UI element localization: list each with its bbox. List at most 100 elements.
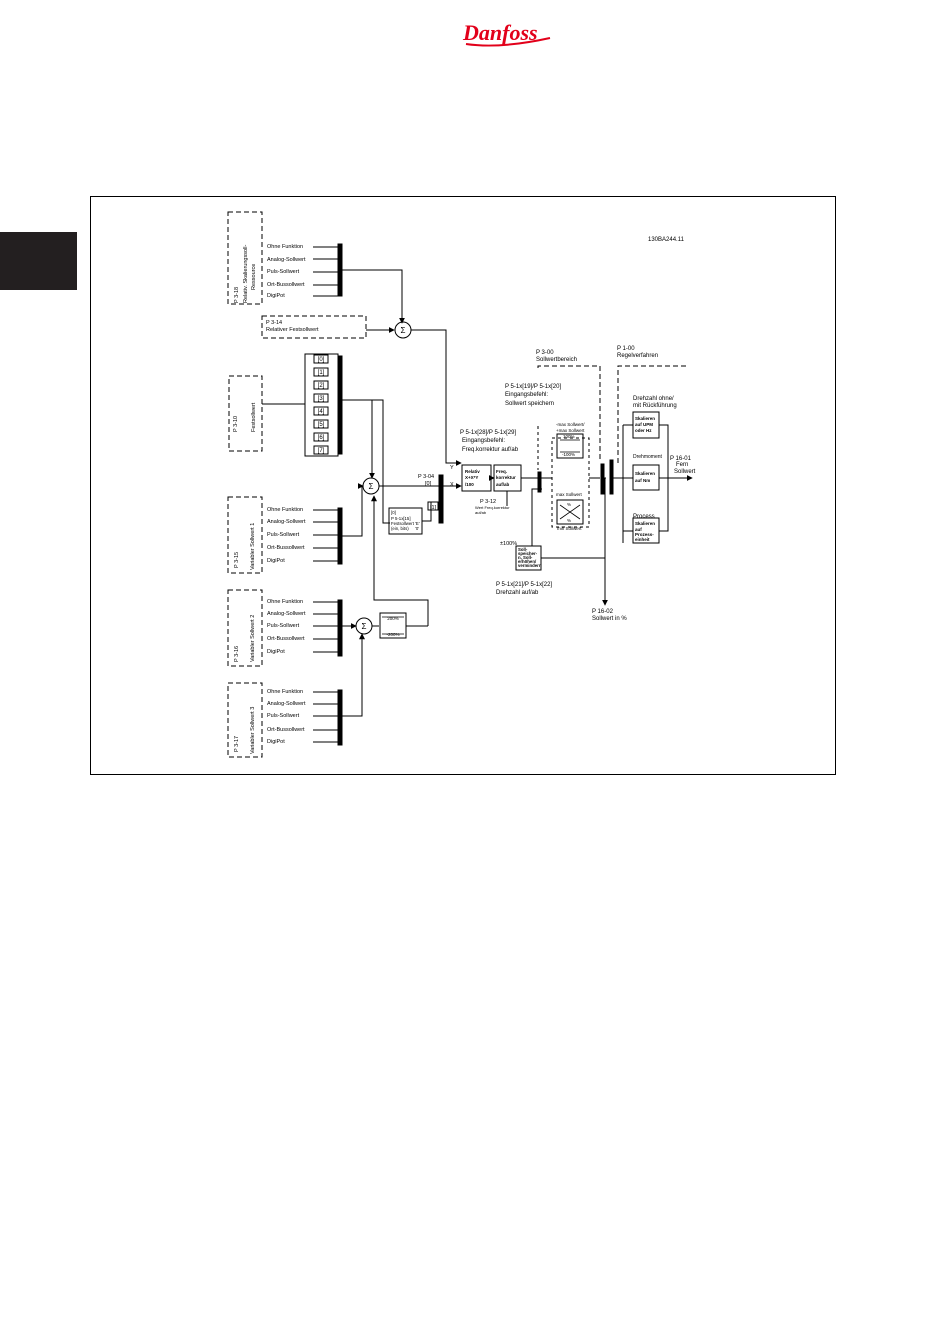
p318-opt-0: Ohne Funktion bbox=[267, 244, 303, 250]
p300-l2: Sollwertbereich bbox=[536, 357, 577, 363]
p318-desc-2: Ressource bbox=[251, 264, 257, 290]
p318-opt-1: Analog-Sollwert bbox=[267, 257, 306, 263]
p5128-l1: P 5-1x[28]/P 5-1x[29] bbox=[460, 430, 516, 436]
range-unipolar-box bbox=[556, 499, 584, 525]
p318-box bbox=[227, 211, 263, 305]
range-neg: -100% bbox=[562, 452, 575, 457]
p316-opt-0: Ohne Funktion bbox=[267, 599, 303, 605]
clamp-pos: 200% bbox=[387, 616, 399, 621]
p318-label: P 3-18 bbox=[234, 287, 240, 303]
figure-id: 130BA244.11 bbox=[648, 237, 685, 243]
preset-0: [0] bbox=[318, 357, 325, 363]
p100-l1: P 1-00 bbox=[617, 346, 635, 352]
p318-opt-3: Ort-Bussollwert bbox=[267, 282, 305, 288]
p317-opt-1: Analog-Sollwert bbox=[267, 701, 306, 707]
p515-l3: Festsollwert 'E' bbox=[391, 521, 420, 526]
preset-6: [6] bbox=[318, 435, 325, 441]
p5119-l3: Sollwert speichern bbox=[505, 401, 554, 407]
range-pct-1: % bbox=[567, 502, 571, 507]
mode1-t2: mit Rückführung bbox=[633, 403, 677, 409]
p304-val0: [0] bbox=[425, 481, 432, 487]
p316-opt-3: Ort-Bussollwert bbox=[267, 636, 305, 642]
p312-l1: P 3-12 bbox=[480, 499, 496, 505]
clamp-neg: -200% bbox=[386, 632, 399, 637]
p316-box bbox=[227, 589, 263, 667]
speed-l5: vermindern bbox=[518, 563, 542, 568]
p515-l4: (ein, bits) bbox=[391, 526, 409, 531]
p515-l5: '0' bbox=[415, 526, 419, 531]
p1602-l1: P 16-02 bbox=[592, 609, 614, 615]
p314-label-1: P 3-14 bbox=[266, 320, 282, 326]
p515-l2: P 5-1x[15] bbox=[391, 516, 411, 521]
p1601-l2: Fern bbox=[676, 462, 688, 468]
p317-opt-3: Ort-Bussollwert bbox=[267, 727, 305, 733]
mode2-t1: Drehmoment bbox=[633, 454, 663, 460]
p1601-l3: Sollwert bbox=[674, 469, 696, 475]
freq-l2: korrektur bbox=[496, 475, 516, 480]
mode3-t1: Process bbox=[633, 514, 655, 520]
range-mins: min Sollwert bbox=[557, 526, 582, 531]
label-x: X bbox=[450, 482, 454, 488]
speed-l4: erhöhen/ bbox=[518, 559, 537, 564]
p315-opt-1: Analog-Sollwert bbox=[267, 519, 306, 525]
p5121-l2: Drehzahl auf/ab bbox=[496, 590, 539, 596]
range-maxmax: +max Sollwert bbox=[556, 428, 585, 433]
sigma-2: Σ bbox=[369, 482, 374, 491]
sigma-1: Σ bbox=[401, 326, 406, 335]
p317-box bbox=[227, 682, 263, 758]
chapter-tab bbox=[0, 232, 77, 290]
p314-box bbox=[261, 315, 367, 339]
p100-l2: Regelverfahren bbox=[617, 353, 658, 359]
range-maxmin: -max Sollwert/ bbox=[556, 422, 585, 427]
p317-desc: Variabler Sollwert 3 bbox=[250, 707, 256, 754]
p318-opt-4: DigiPot bbox=[267, 293, 285, 299]
speed-l2: speicher- bbox=[518, 551, 538, 556]
preset-5: [5] bbox=[318, 422, 325, 428]
preset-7: [7] bbox=[318, 448, 325, 454]
p316-opt-2: Puls-Sollwert bbox=[267, 623, 300, 629]
pm100-label: ±100% bbox=[500, 541, 517, 547]
p300-l1: P 3-00 bbox=[536, 350, 554, 356]
freq-l3: auf/ab bbox=[496, 482, 510, 487]
mode2-b1: Skalieren bbox=[635, 471, 655, 476]
p315-opt-3: Ort-Bussollwert bbox=[267, 545, 305, 551]
p315-opt-2: Puls-Sollwert bbox=[267, 532, 300, 538]
range-bipolar-box bbox=[556, 433, 584, 459]
p317-label: P 3-17 bbox=[234, 736, 240, 752]
speed-l3: n, Soll- bbox=[518, 555, 533, 560]
mode3-b4: einheit bbox=[635, 537, 650, 542]
range-pct-2: % bbox=[567, 518, 571, 523]
p317-opt-4: DigiPot bbox=[267, 739, 285, 745]
p5128-l3: Freq.korrektur auf/ab bbox=[462, 447, 519, 453]
preset-4: [4] bbox=[318, 409, 325, 415]
speed-l1: Soll- bbox=[518, 547, 528, 552]
p315-desc: Variabler Sollwert 1 bbox=[250, 523, 256, 570]
mode3-b1: Skalieren bbox=[635, 521, 655, 526]
p316-opt-4: DigiPot bbox=[267, 649, 285, 655]
mode1-b1: Skalieren bbox=[635, 416, 655, 421]
p312-l2: Wert Freq.korrektur bbox=[475, 505, 510, 510]
preset-3: [3] bbox=[318, 396, 325, 402]
range-maxs: max Sollwert bbox=[556, 492, 583, 497]
p310-box bbox=[228, 375, 263, 452]
p316-desc: Variabler Sollwert 2 bbox=[250, 615, 256, 662]
preset-1: [1] bbox=[318, 370, 325, 376]
relativ-l3: /100 bbox=[465, 482, 474, 487]
p318-desc-1: Relativ. Skalierungssoll- bbox=[243, 245, 249, 303]
p312-l3: auf/ab bbox=[475, 510, 487, 515]
p304-label: P 3-04 bbox=[418, 474, 434, 480]
p5128-l2: Eingangsbefehl: bbox=[462, 438, 505, 444]
freq-l1: Freq. bbox=[496, 469, 507, 474]
p5119-l2: Eingangsbefehl: bbox=[505, 392, 548, 398]
p310-desc: Festsollwert bbox=[251, 402, 257, 432]
sigma-3: Σ bbox=[362, 622, 367, 631]
p316-opt-1: Analog-Sollwert bbox=[267, 611, 306, 617]
relativ-l2: X+X*Y bbox=[465, 475, 478, 480]
p515-l1: [0] bbox=[391, 510, 396, 515]
relativ-l1: Relativ bbox=[465, 469, 480, 474]
p5121-l1: P 5-1x[21]/P 5-1x[22] bbox=[496, 582, 552, 588]
danfoss-logo: Danfoss bbox=[462, 20, 551, 47]
preset-2: [2] bbox=[318, 383, 325, 389]
mode1-b2: auf UPM bbox=[635, 422, 653, 427]
